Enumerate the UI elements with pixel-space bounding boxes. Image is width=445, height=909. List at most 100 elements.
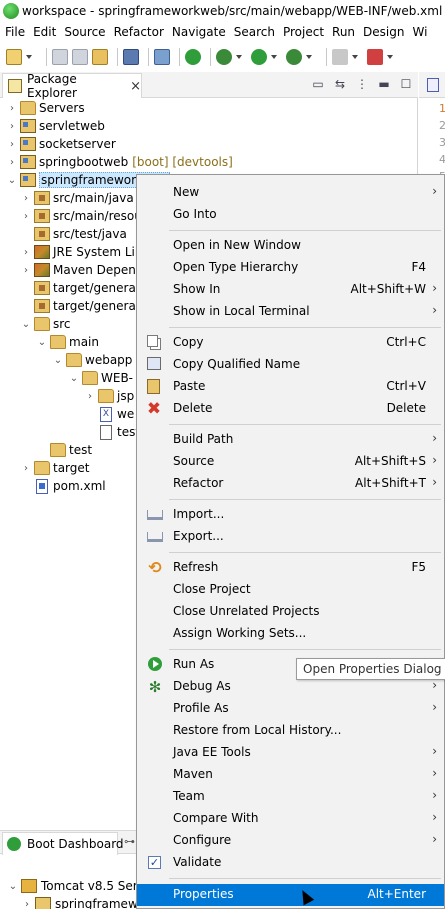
tab-boot-dashboard[interactable]: Boot Dashboard [2,832,124,855]
tree-item-maven-dependencies[interactable]: › Maven Depend [21,261,143,279]
run-external-icon[interactable] [286,49,302,65]
new-icon[interactable] [6,49,22,65]
menu-item-close-project[interactable]: Close Project [137,579,444,601]
menu-search[interactable]: Search [233,25,275,39]
expand-icon[interactable]: › [24,264,28,276]
tree-item-jsp[interactable]: › jsp [85,387,134,405]
menu-item-source[interactable]: Source Alt+Shift+S › [137,451,444,473]
link-with-editor-icon[interactable]: ⇆ [334,77,346,91]
menu-item-show-in[interactable]: Show In Alt+Shift+W › [137,279,444,301]
stop-icon[interactable] [332,49,348,65]
menu-edit[interactable]: Edit [33,25,57,39]
menu-item-maven[interactable]: Maven › [137,764,444,786]
menu-window[interactable]: Wi [412,25,428,39]
menu-item-open-type-hierarchy[interactable]: Open Type Hierarchy F4 [137,257,444,279]
terminal-icon[interactable] [123,49,139,65]
stop-dropdown-icon[interactable] [352,49,359,65]
debug-dropdown-icon[interactable] [236,49,243,65]
expand-icon[interactable]: › [10,120,14,132]
tree-item-socketserver[interactable]: › socketserver [7,135,116,153]
collapse-all-icon[interactable]: ▭ [312,77,324,91]
menu-run[interactable]: Run [332,25,356,39]
collapse-icon[interactable]: ⌄ [21,318,31,330]
menu-item-show-in-local-terminal[interactable]: Show in Local Terminal › [137,301,444,323]
tree-item-springbootweb[interactable]: › springbootweb [boot] [devtools] [7,153,233,171]
expand-icon[interactable]: › [10,102,14,114]
menu-item-profile-as[interactable]: Profile As › [137,698,444,720]
menu-item-team[interactable]: Team › [137,786,444,808]
tree-item-servletweb[interactable]: › servletweb [7,117,105,135]
tree-item-main[interactable]: ⌄ main [37,333,99,351]
menu-item-configure[interactable]: Configure › [137,830,444,852]
menu-refactor[interactable]: Refactor [113,25,164,39]
expand-icon[interactable]: › [10,138,14,150]
tab-package-explorer[interactable]: Package Explorer × [2,72,142,100]
debug-icon[interactable] [216,49,232,65]
tree-item-webapp[interactable]: ⌄ webapp [53,351,132,369]
menu-item-build-path[interactable]: Build Path › [137,429,444,451]
run-icon[interactable] [251,49,267,65]
expand-icon[interactable]: › [25,898,29,909]
tree-item-web-xml[interactable]: X we [85,405,134,423]
collapse-icon[interactable]: ⌄ [37,336,47,348]
menu-source[interactable]: Source [64,25,106,39]
tree-item-target[interactable]: › target [21,459,90,477]
expand-icon[interactable]: › [88,390,92,402]
collapse-icon[interactable]: ⌄ [8,880,18,892]
tree-item-test[interactable]: test [37,441,92,459]
skip-breakpoints-icon[interactable] [154,49,170,65]
collapse-icon[interactable]: ⌄ [53,354,63,366]
collapse-icon[interactable]: ⌄ [7,174,17,186]
tree-item-src-main-resources[interactable]: › src/main/resou [21,207,142,225]
menu-item-validate[interactable]: ✓ Validate [137,852,444,874]
tree-item-web-inf[interactable]: ⌄ WEB- [69,369,133,387]
view-menu-icon[interactable]: ⋮ [356,77,368,91]
menu-item-copy[interactable]: Copy Ctrl+C [137,332,444,354]
menu-item-restore-from-local-history[interactable]: Restore from Local History... [137,720,444,742]
menu-design[interactable]: Design [363,25,405,39]
menu-item-debug-as[interactable]: ✻ Debug As › [137,676,444,698]
menu-item-new[interactable]: New › [137,182,444,204]
server-row-tomcat[interactable]: ⌄ Tomcat v8.5 Serv [8,877,145,895]
menu-item-assign-working-sets[interactable]: Assign Working Sets... [137,623,444,645]
expand-icon[interactable]: › [24,192,28,204]
tree-item-target-generated-1[interactable]: target/generate [21,279,148,297]
server-child-row[interactable]: › springframewo [22,895,145,909]
servers-tab-icon[interactable]: ⊶ [124,835,135,848]
menu-item-import[interactable]: Import... [137,504,444,526]
menu-item-close-unrelated-projects[interactable]: Close Unrelated Projects [137,601,444,623]
close-icon[interactable]: × [130,78,141,94]
deploy-icon[interactable] [367,49,383,65]
open-type-icon[interactable] [92,49,108,65]
tree-item-src-test-java[interactable]: src/test/java [21,225,127,243]
menu-item-open-in-new-window[interactable]: Open in New Window [137,235,444,257]
run-external-dropdown-icon[interactable] [306,49,313,65]
maximize-icon[interactable]: ☐ [400,77,412,91]
menu-item-delete[interactable]: ✖ Delete Delete [137,398,444,420]
menu-project[interactable]: Project [282,25,325,39]
menu-item-properties[interactable]: Properties Alt+Enter [137,884,444,906]
menu-item-java-ee-tools[interactable]: Java EE Tools › [137,742,444,764]
tree-item-src-main-java[interactable]: › src/main/java [21,189,134,207]
minimize-icon[interactable]: ▬ [378,77,390,91]
deploy-dropdown-icon[interactable] [387,49,394,65]
menu-item-export[interactable]: Export... [137,526,444,548]
menu-item-copy-qualified-name[interactable]: Copy Qualified Name [137,354,444,376]
menu-file[interactable]: File [5,25,26,39]
tree-item-src[interactable]: ⌄ src [21,315,71,333]
tree-item-pom-xml[interactable]: pom.xml [21,477,106,495]
save-icon[interactable] [52,49,68,65]
tree-item-servers[interactable]: › Servers [7,99,85,117]
tree-item-jre-system-library[interactable]: › JRE System Lib [21,243,142,261]
expand-icon[interactable]: › [10,156,14,168]
save-all-icon[interactable] [72,49,88,65]
menu-item-refresh[interactable]: ⟲ Refresh F5 [137,557,444,579]
menu-item-refactor[interactable]: Refactor Alt+Shift+T › [137,473,444,495]
web-xml-editor-tab-icon[interactable] [427,78,439,92]
collapse-icon[interactable]: ⌄ [69,372,79,384]
menu-item-go-into[interactable]: Go Into [137,204,444,226]
menu-navigate[interactable]: Navigate [171,25,226,39]
menu-item-paste[interactable]: Paste Ctrl+V [137,376,444,398]
expand-icon[interactable]: › [24,210,28,222]
expand-icon[interactable]: › [24,462,28,474]
